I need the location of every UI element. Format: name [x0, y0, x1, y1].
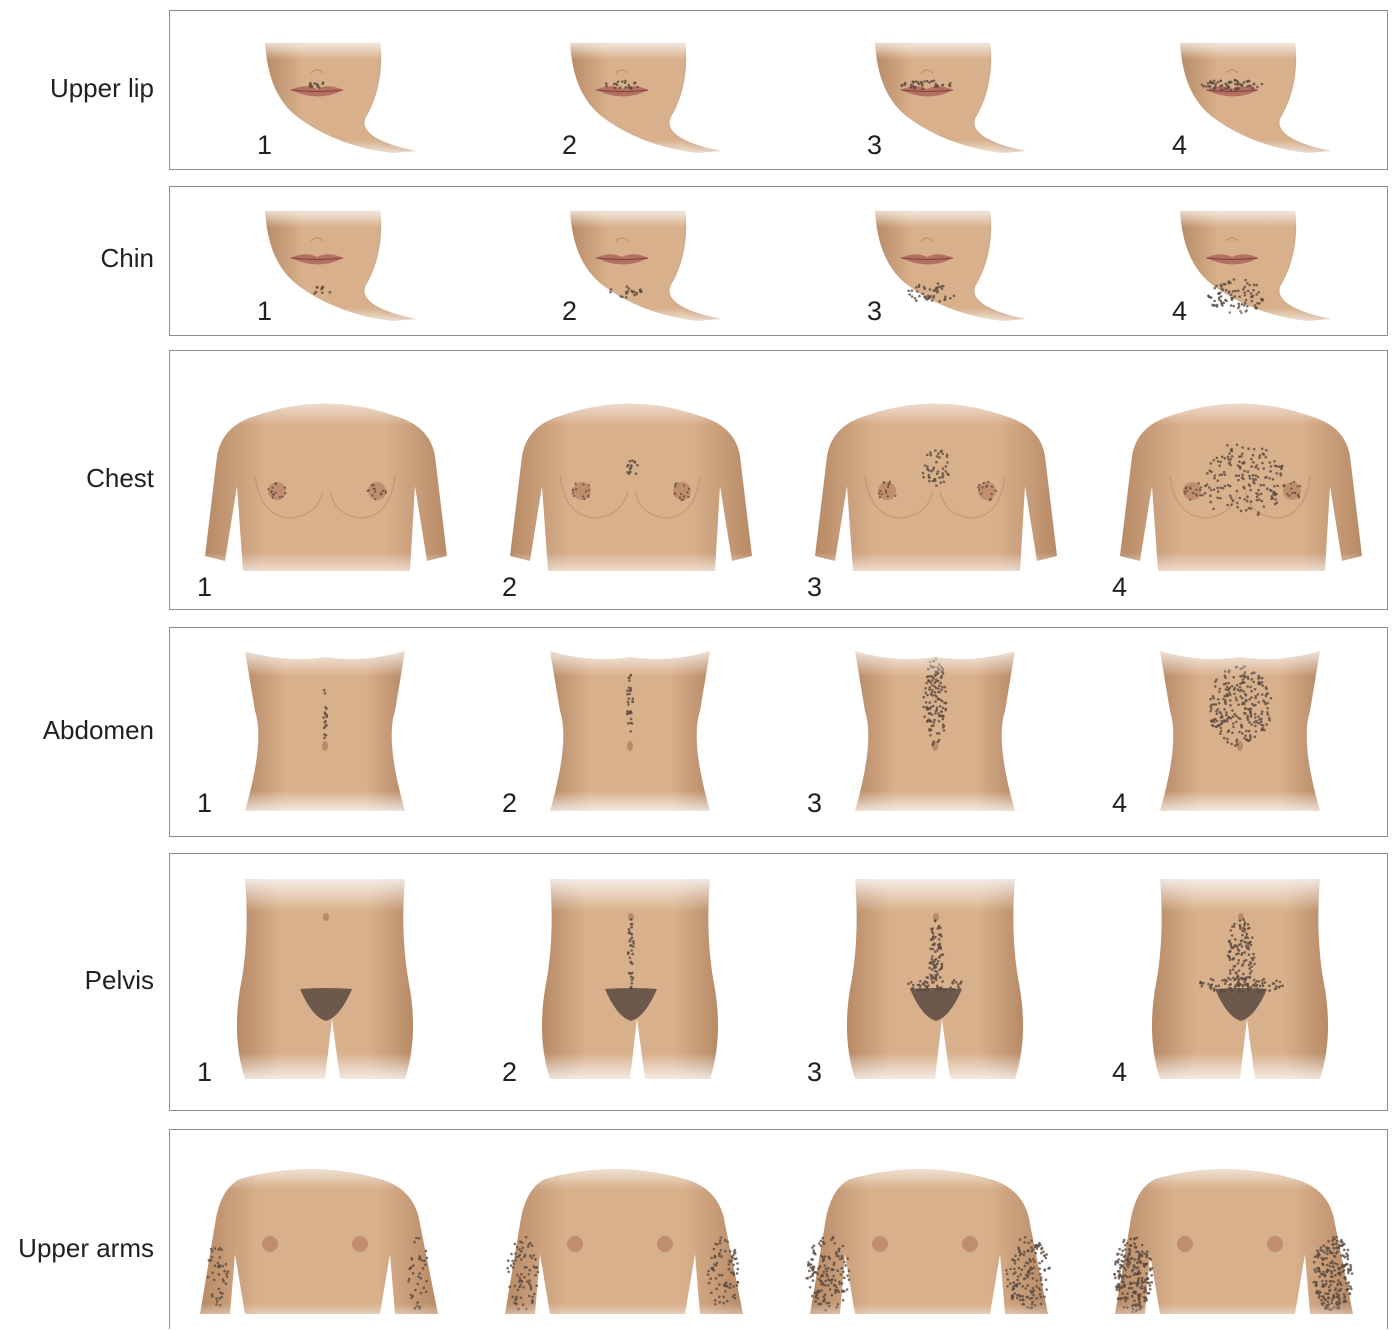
illustration-chin-4: 4	[1085, 187, 1390, 337]
illustration-pelvis-1: 1	[170, 854, 475, 1112]
grade-number-pelvis-1: 1	[197, 1057, 212, 1087]
illustration-pelvis-4: 4	[1085, 854, 1390, 1112]
grade-number-abdomen-1: 1	[197, 788, 212, 818]
illustration-upper-lip-2: 2	[475, 11, 780, 171]
illustration-upper-lip-4: 4	[1085, 11, 1390, 171]
grade-number-pelvis-2: 2	[502, 1057, 517, 1087]
illustration-abdomen-4: 4	[1085, 628, 1390, 838]
grade-number-chest-1: 1	[197, 572, 212, 602]
row-label-chest: Chest	[0, 463, 154, 493]
illustration-chin-3: 3	[780, 187, 1085, 337]
illustration-upper-arms-2	[475, 1130, 780, 1330]
illustration-upper-lip-3: 3	[780, 11, 1085, 171]
grade-number-abdomen-4: 4	[1112, 788, 1127, 818]
panel-abdomen: 1 2 3 4	[169, 627, 1388, 837]
illustration-upper-arms-4	[1085, 1130, 1390, 1330]
grade-number-chin-3: 3	[867, 296, 882, 326]
grade-number-upper-lip-1: 1	[257, 130, 272, 160]
grade-number-pelvis-4: 4	[1112, 1057, 1127, 1087]
illustration-upper-arms-3	[780, 1130, 1085, 1330]
illustration-chin-2: 2	[475, 187, 780, 337]
illustration-chest-4: 4	[1085, 351, 1390, 611]
row-label-chin: Chin	[0, 243, 154, 273]
illustration-chin-1: 1	[170, 187, 475, 337]
grade-number-chest-4: 4	[1112, 572, 1127, 602]
row-label-abdomen: Abdomen	[0, 715, 154, 745]
grade-number-chin-1: 1	[257, 296, 272, 326]
illustration-pelvis-3: 3	[780, 854, 1085, 1112]
grade-number-abdomen-2: 2	[502, 788, 517, 818]
grade-number-chest-2: 2	[502, 572, 517, 602]
grade-number-chin-2: 2	[562, 296, 577, 326]
grade-number-chest-3: 3	[807, 572, 822, 602]
illustration-abdomen-2: 2	[475, 628, 780, 838]
illustration-chest-1: 1	[170, 351, 475, 611]
panel-chest: 1 2 3 4	[169, 350, 1388, 610]
grade-number-upper-lip-3: 3	[867, 130, 882, 160]
panel-upper-arms	[169, 1129, 1388, 1329]
illustration-abdomen-1: 1	[170, 628, 475, 838]
grade-number-upper-lip-4: 4	[1172, 130, 1187, 160]
row-label-upper-lip: Upper lip	[0, 73, 154, 103]
illustration-upper-lip-1: 1	[170, 11, 475, 171]
illustration-chest-3: 3	[780, 351, 1085, 611]
illustration-pelvis-2: 2	[475, 854, 780, 1112]
illustration-upper-arms-1	[170, 1130, 475, 1330]
row-label-pelvis: Pelvis	[0, 965, 154, 995]
row-label-upper-arms: Upper arms	[0, 1233, 154, 1263]
panel-pelvis: 1 2 3 4	[169, 853, 1388, 1111]
illustration-abdomen-3: 3	[780, 628, 1085, 838]
grade-number-chin-4: 4	[1172, 296, 1187, 326]
illustration-chest-2: 2	[475, 351, 780, 611]
grade-number-pelvis-3: 3	[807, 1057, 822, 1087]
grade-number-abdomen-3: 3	[807, 788, 822, 818]
panel-chin: 1 2 3 4	[169, 186, 1388, 336]
panel-upper-lip: 1 2 3 4	[169, 10, 1388, 170]
grade-number-upper-lip-2: 2	[562, 130, 577, 160]
